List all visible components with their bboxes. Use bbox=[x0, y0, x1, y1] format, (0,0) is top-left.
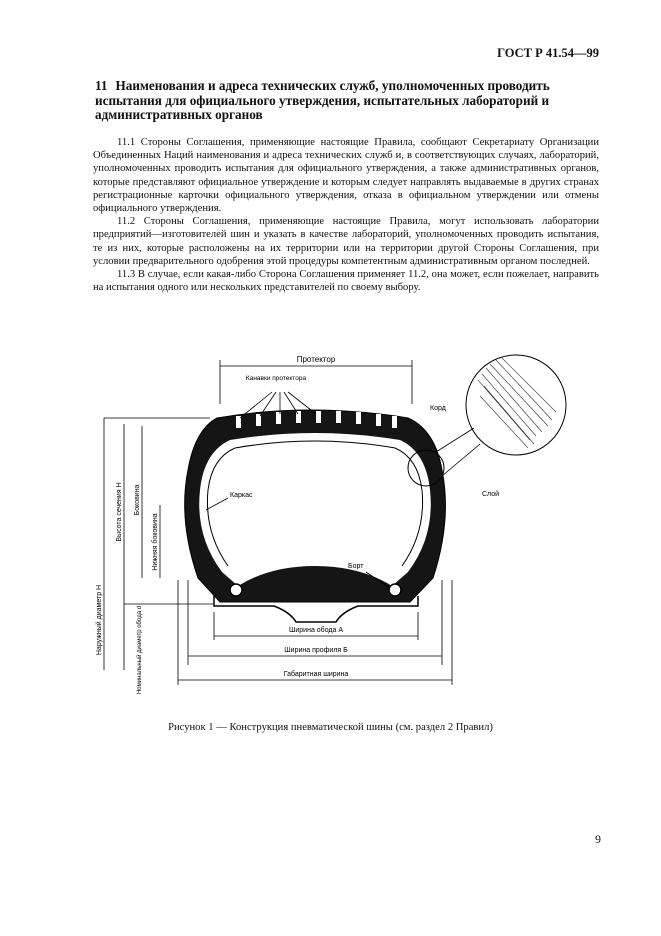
dimension-lines bbox=[103, 360, 453, 685]
paragraph-11-3: 11.3 В случае, если какая-либо Сторона С… bbox=[93, 269, 599, 294]
tread-grooves bbox=[236, 411, 397, 428]
carcass-line bbox=[234, 440, 424, 567]
label-outer-diameter: Наружный диаметр Н bbox=[95, 585, 103, 655]
label-section-height: Высота сечения Н bbox=[116, 482, 123, 541]
label-sidewall: Боковина bbox=[134, 484, 141, 515]
label-tread-grooves: Канавки протектора bbox=[246, 375, 307, 382]
paragraph-11-1: 11.1 Стороны Соглашения, применяющие нас… bbox=[93, 137, 599, 215]
standard-code: ГОСТ Р 41.54—99 bbox=[497, 46, 599, 60]
label-tread: Протектор bbox=[297, 355, 336, 364]
tire-construction-figure: Протектор Канавки протектора Корд Слой К… bbox=[90, 340, 570, 700]
tire-inner-cavity bbox=[199, 433, 431, 586]
body-text: 11.1 Стороны Соглашения, применяющие нас… bbox=[93, 136, 599, 294]
figure-caption: Рисунок 1 — Конструкция пневматической ш… bbox=[168, 722, 493, 733]
label-cord: Корд bbox=[430, 405, 446, 412]
label-bead: Борт bbox=[348, 563, 364, 570]
page-number: 9 bbox=[595, 832, 601, 846]
rim bbox=[213, 596, 419, 623]
section-number: 11 bbox=[95, 78, 108, 93]
bead-right bbox=[388, 583, 402, 597]
section-title: Наименования и адреса технических служб,… bbox=[95, 78, 550, 122]
label-carcass: Каркас bbox=[230, 492, 253, 499]
leader-lines bbox=[205, 391, 391, 589]
cord-hatching bbox=[477, 357, 557, 449]
label-rim-width: Ширина обода А bbox=[289, 626, 343, 634]
label-section-width: Ширина профиля Б bbox=[284, 647, 348, 654]
label-ply: Слой bbox=[482, 490, 499, 498]
tire-diagram: Протектор Канавки протектора Корд Слой К… bbox=[95, 354, 567, 694]
cord-detail-circle bbox=[465, 354, 567, 456]
bead-left bbox=[229, 583, 243, 597]
label-nominal-rim-diameter: Номинальный диаметр обода d bbox=[136, 606, 143, 694]
cord-detail-origin bbox=[407, 449, 445, 487]
paragraph-11-2: 11.2 Стороны Соглашения, применяющие нас… bbox=[93, 216, 599, 267]
label-lower-sidewall: Нижняя боковина bbox=[151, 513, 159, 570]
label-overall-width: Габаритная ширина bbox=[284, 670, 349, 678]
